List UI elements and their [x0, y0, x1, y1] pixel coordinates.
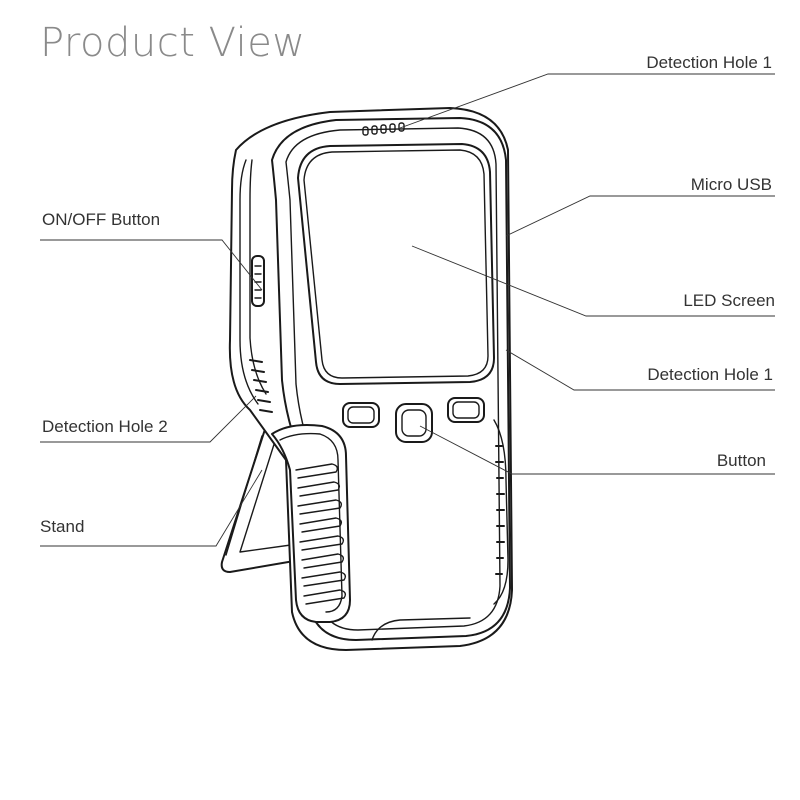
label-stand: Stand: [40, 517, 84, 536]
led-screen: [297, 143, 495, 385]
leader-micro-usb: [505, 195, 775, 237]
side-detection-holes: [249, 359, 273, 413]
leader-detection-hole-1-side: [505, 349, 775, 391]
label-on-off-button: ON/OFF Button: [42, 210, 160, 229]
grip-ribs: [295, 463, 347, 605]
leader-detection-hole-2: [40, 395, 257, 443]
label-detection-hole-1-side: Detection Hole 1: [647, 365, 773, 384]
stand: [220, 419, 301, 573]
right-grip: [493, 419, 509, 605]
on-off-side-button: [251, 255, 265, 307]
leader-on-off-button: [40, 239, 263, 291]
leader-led-screen: [411, 245, 775, 317]
label-button: Button: [717, 451, 766, 470]
leader-stand: [40, 469, 263, 547]
leader-detection-hole-1-top: [399, 73, 775, 129]
leader-lines: [40, 73, 775, 547]
label-micro-usb: Micro USB: [691, 175, 772, 194]
leader-button: [419, 425, 775, 475]
front-buttons: [342, 397, 485, 443]
label-detection-hole-2: Detection Hole 2: [42, 417, 168, 436]
device: [228, 107, 513, 651]
label-detection-hole-1-top: Detection Hole 1: [646, 53, 772, 72]
label-led-screen: LED Screen: [683, 291, 775, 310]
page-title: Product View: [40, 20, 306, 66]
labels: Detection Hole 1 Micro USB ON/OFF Button…: [40, 53, 775, 536]
left-grip: [271, 424, 351, 623]
